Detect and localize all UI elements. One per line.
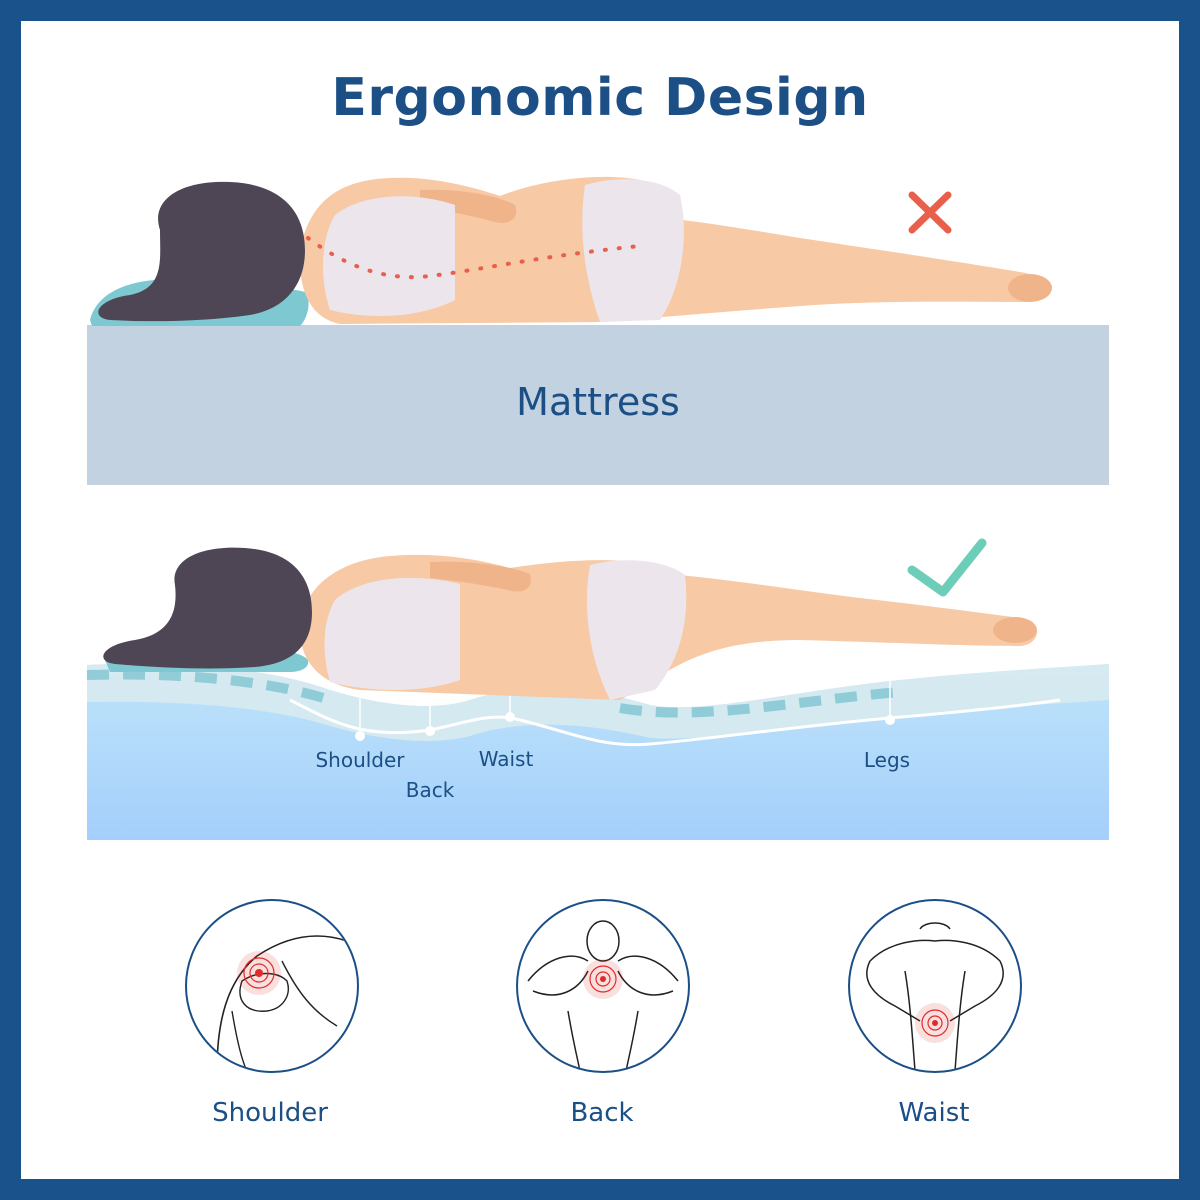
page-title: Ergonomic Design [331,68,869,128]
woman-figure-correct [103,547,1037,700]
shoulder-pain-icon [185,899,359,1073]
zone-label-shoulder: Shoulder [315,748,405,772]
pain-label-shoulder: Shoulder [212,1098,328,1128]
support-curve [289,698,1061,747]
pain-label-back: Back [570,1098,634,1128]
woman-figure-incorrect [98,176,1052,324]
lower-back-pain-icon [848,899,1022,1073]
zone-label-back: Back [405,778,455,802]
gel-layer [87,663,1109,741]
zone-label-waist: Waist [478,747,534,771]
neck-back-pain-icon [516,899,690,1073]
green-check-icon [907,538,987,597]
mattress-label: Mattress [516,380,680,424]
pain-label-waist: Waist [898,1098,970,1128]
zone-label-legs: Legs [863,748,911,772]
regular-mattress [87,325,1109,485]
red-x-icon [908,191,952,234]
